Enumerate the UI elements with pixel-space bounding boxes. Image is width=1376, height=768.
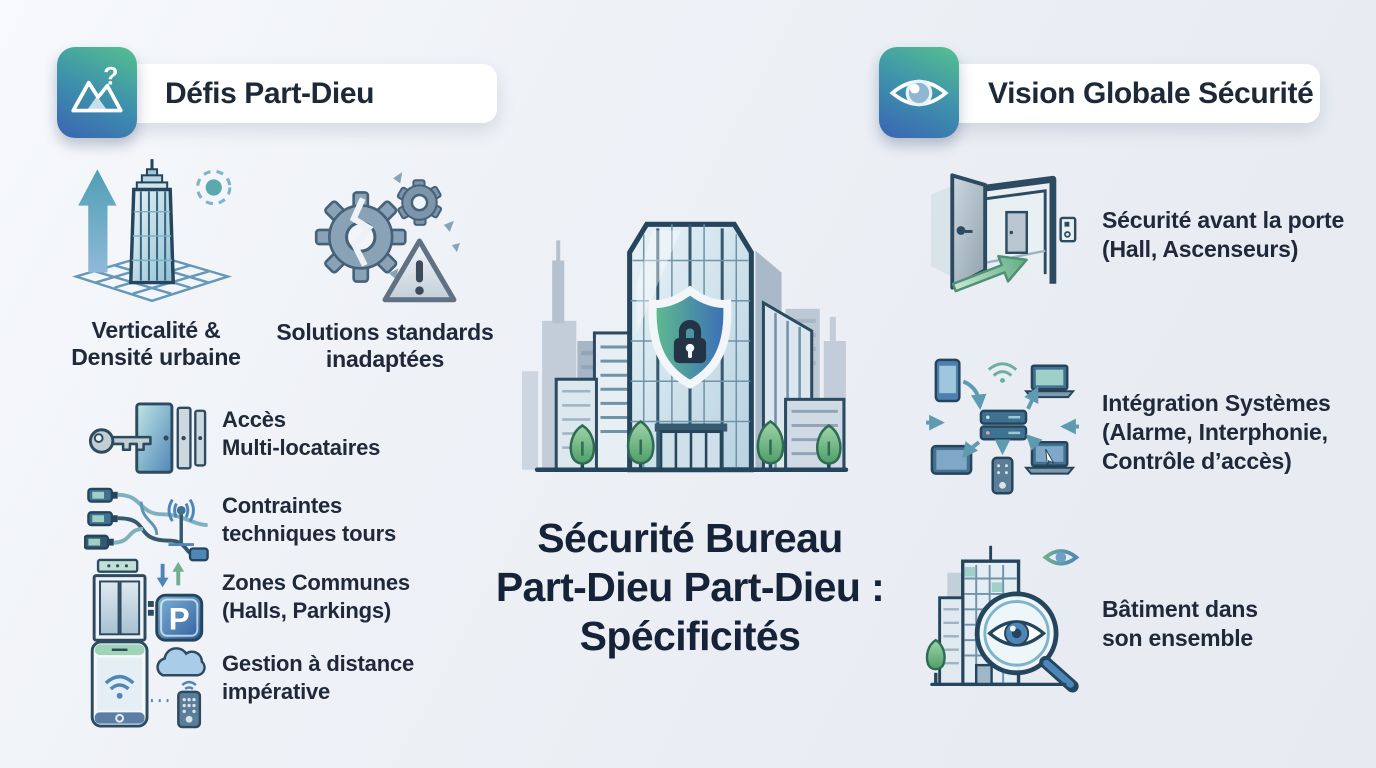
mountain-question-icon: ? <box>57 47 137 138</box>
label-line: inadaptées <box>325 346 445 372</box>
label-line: Accès <box>222 407 286 432</box>
item-label-contraintes: Contraintes techniques tours <box>222 492 396 548</box>
cables-antenna-icon <box>84 487 209 562</box>
svg-text:P: P <box>169 601 190 636</box>
building-magnifier-eye-icon <box>925 545 1080 693</box>
label-line: techniques tours <box>222 521 397 546</box>
label-line: Sécurité avant la porte <box>1102 207 1345 233</box>
label-line: Multi-locataires <box>222 435 381 460</box>
item-label-gestion: Gestion à distance impérative <box>222 650 414 706</box>
open-door-arrow-icon <box>930 173 1077 293</box>
item-label-zones: Zones Communes (Halls, Parkings) <box>222 569 410 625</box>
label-line: son ensemble <box>1102 625 1253 651</box>
label-line: Zones Communes <box>222 570 410 595</box>
item-label-solutions: Solutions standards inadaptées <box>262 319 508 373</box>
eye-icon <box>879 47 959 138</box>
label-line: (Halls, Parkings) <box>222 598 391 623</box>
right-header-bar: Vision Globale Sécurité <box>918 64 1320 123</box>
left-header-title: Défis Part-Dieu <box>165 76 375 110</box>
label-line: (Alarme, Interphonie, <box>1102 419 1328 445</box>
broken-gears-warning-icon <box>314 172 460 303</box>
label-line: Bâtiment dans <box>1102 596 1258 622</box>
label-line: Densité urbaine <box>71 344 241 370</box>
label-line: Verticalité & <box>91 317 221 343</box>
svg-text:?: ? <box>103 63 118 90</box>
item-label-acces: Accès Multi-locataires <box>222 406 380 462</box>
item-label-batiment: Bâtiment dans son ensemble <box>1102 595 1258 653</box>
right-header-title: Vision Globale Sécurité <box>988 76 1314 110</box>
label-line: Intégration Systèmes <box>1102 390 1331 416</box>
item-label-securite-porte: Sécurité avant la porte (Hall, Ascenseur… <box>1102 206 1344 264</box>
page-title: Sécurité Bureau Part-Dieu Part-Dieu : Sp… <box>448 514 932 661</box>
title-line: Sécurité Bureau <box>537 515 843 561</box>
label-line: Gestion à distance <box>222 651 415 676</box>
key-doors-icon <box>88 402 207 474</box>
skyscraper-density-icon <box>71 159 233 303</box>
label-line: (Hall, Ascenseurs) <box>1102 236 1299 262</box>
elevator-parking-icon: P <box>92 558 204 642</box>
left-header-bar: Défis Part-Dieu <box>96 64 497 123</box>
label-line: impérative <box>222 679 331 704</box>
label-line: Solutions standards <box>276 319 494 345</box>
item-label-verticalite: Verticalité & Densité urbaine <box>38 317 274 371</box>
phone-cloud-remote-icon <box>90 640 206 729</box>
label-line: Contrôle d’accès) <box>1102 448 1292 474</box>
label-line: Contraintes <box>222 493 343 518</box>
connected-devices-icon <box>926 358 1079 495</box>
item-label-integration: Intégration Systèmes (Alarme, Interphoni… <box>1102 389 1331 476</box>
title-line: Part-Dieu Part-Dieu : <box>495 564 885 610</box>
title-line: Spécificités <box>579 613 801 659</box>
secured-office-tower-illustration <box>522 221 849 473</box>
